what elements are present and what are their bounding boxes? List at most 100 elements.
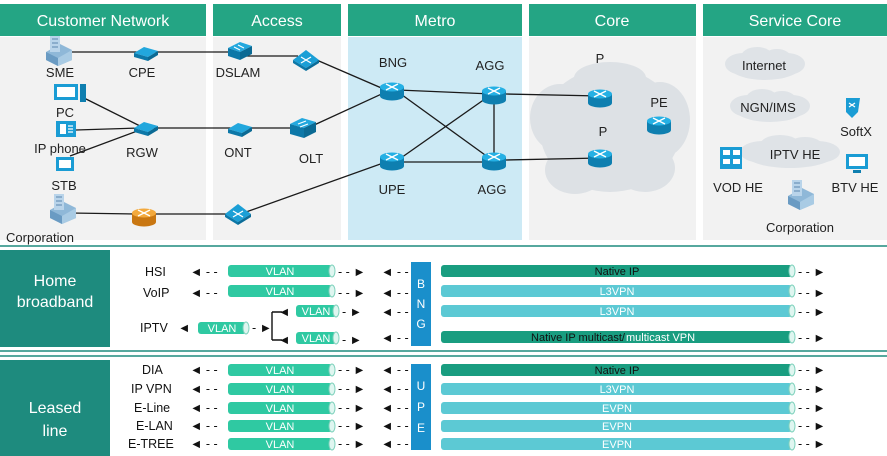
home-broadband-title-box <box>0 250 110 347</box>
right-arrow-icon: - - ► <box>798 305 826 319</box>
vlan-pipe <box>296 305 336 317</box>
divider-letter: P <box>417 400 425 414</box>
right-arrow-icon: - - ► <box>798 265 826 279</box>
l3vpn-pipe <box>441 305 792 317</box>
vlan-label: VLAN <box>208 323 237 335</box>
divider-letter: N <box>417 297 426 311</box>
vlan-pipe <box>198 322 246 334</box>
leased-rows: DIA◄ - -VLAN- - ►◄ - -Native IP- - ►IP V… <box>128 363 826 451</box>
pipe-end <box>332 331 340 345</box>
header-core <box>529 4 696 36</box>
service-voip-label: VoIP <box>143 286 169 300</box>
orange-router-icon <box>131 207 157 228</box>
right-arrow-icon: - ► <box>342 305 362 319</box>
header-service-core <box>703 4 887 36</box>
left-arrow-icon: ◄ <box>278 333 290 347</box>
divider-letter: E <box>417 421 425 435</box>
sme-label: SME <box>46 65 75 80</box>
service-label: E-LAN <box>136 419 173 433</box>
router-icon <box>481 151 507 172</box>
router-icon <box>587 148 613 169</box>
header-label: Access <box>251 13 303 30</box>
upe-divider <box>411 364 431 450</box>
header-label: Core <box>595 13 630 30</box>
stb-label: STB <box>51 178 76 193</box>
native-ip-pipe <box>441 265 792 277</box>
iptv-he-label: IPTV HE <box>770 147 821 162</box>
link-agg-p2 <box>505 157 601 161</box>
link-agg-p <box>505 93 601 97</box>
header-label: Service Core <box>749 13 842 30</box>
link-corp-orange <box>69 212 137 215</box>
service-label: IP VPN <box>131 382 172 396</box>
header-access <box>213 4 341 36</box>
cpe-label: CPE <box>129 65 156 80</box>
link-bng-agg <box>397 89 493 95</box>
home-title-line2: broadband <box>17 294 94 311</box>
leased-row: E-TREE◄ - -VLAN- - ►◄ - -EVPN- - ► <box>128 437 826 451</box>
header-metro <box>348 4 522 36</box>
link-switch-upe <box>245 161 387 213</box>
pipe-end <box>328 284 336 298</box>
olt-label: OLT <box>299 151 323 166</box>
right-arrow-icon: - - ► <box>798 401 826 415</box>
l3vpn-pipe <box>441 285 792 297</box>
left-arrow-icon: ◄ - - <box>381 401 409 415</box>
divider-letter: G <box>416 317 425 331</box>
header-label: Customer Network <box>37 13 170 30</box>
left-arrow-icon: ◄ - - <box>381 437 409 451</box>
vlan-label: VLAN <box>266 439 295 451</box>
divider-letter: U <box>417 379 426 393</box>
header-label: Metro <box>415 13 456 30</box>
left-arrow-icon: ◄ - - <box>381 419 409 433</box>
vlan-label: VLAN <box>266 365 295 377</box>
pipe-end <box>328 382 336 396</box>
panel-customer <box>0 37 206 240</box>
pipe-end <box>788 382 796 396</box>
phone-icon <box>56 121 76 137</box>
vlan-label: VLAN <box>266 403 295 415</box>
left-arrow-icon: ◄ - - <box>381 382 409 396</box>
pipe-label: multicast VPN <box>626 332 695 344</box>
vod-he-label: VOD HE <box>713 180 763 195</box>
vlan-pipe <box>228 438 332 450</box>
router-icon <box>481 85 507 106</box>
right-arrow-icon: - - ► <box>338 265 366 279</box>
pipe-end <box>788 264 796 278</box>
vlan-pipe <box>228 383 332 395</box>
btv-he-icon <box>846 154 868 173</box>
pipe-end <box>328 363 336 377</box>
right-arrow-icon: - - ► <box>338 419 366 433</box>
left-arrow-icon: ◄ - - <box>190 382 218 396</box>
transport-pipe <box>441 364 792 376</box>
left-arrow-icon: ◄ <box>278 305 290 319</box>
link-upe-agg <box>397 93 493 161</box>
pe-label: PE <box>650 95 668 110</box>
pipe-end <box>788 419 796 433</box>
right-arrow-icon: - - ► <box>798 286 826 300</box>
home-row-voip: ◄ - - VLAN - - ► ◄ - - L3VPN - - ► <box>190 284 826 300</box>
olt-icon <box>290 118 316 138</box>
right-arrow-icon: - - ► <box>798 437 826 451</box>
home-row-hsi: ◄ - - VLAN - - ► ◄ - - Native IP - - ► <box>190 264 826 279</box>
rgw-label: RGW <box>126 145 159 160</box>
stb-icon <box>56 157 74 171</box>
service-label: DIA <box>142 363 164 377</box>
vlan-label: VLAN <box>302 306 331 318</box>
bng-divider <box>411 262 431 346</box>
leased-title-line2: line <box>43 423 68 440</box>
vlan-pipe <box>228 420 332 432</box>
leased-row: E-LAN◄ - -VLAN- - ►◄ - -EVPN- - ► <box>136 419 826 433</box>
leased-line-title-box <box>0 360 110 456</box>
left-arrow-icon: ◄ - - <box>381 331 409 345</box>
pipe-end <box>788 363 796 377</box>
right-arrow-icon: - - ► <box>338 382 366 396</box>
link-pc-rgw <box>83 97 141 127</box>
agg-bottom-label: AGG <box>478 182 507 197</box>
left-arrow-icon: ◄ - - <box>381 265 409 279</box>
internet-label: Internet <box>742 58 786 73</box>
link-switch-bng <box>311 57 387 91</box>
pipe-end <box>242 321 250 335</box>
pipe-label: EVPN <box>602 439 632 451</box>
